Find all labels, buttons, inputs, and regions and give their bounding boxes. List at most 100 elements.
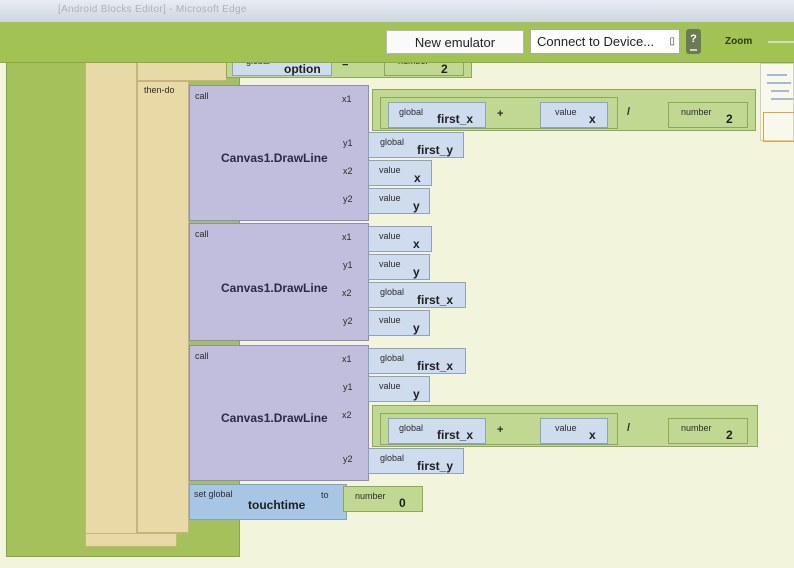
arg-x1: x1: [342, 354, 352, 364]
op-equals: =: [342, 63, 349, 70]
var-option: option: [284, 63, 321, 76]
then-do-column: [137, 81, 189, 533]
proc-name: Canvas1.DrawLine: [221, 411, 328, 425]
value-y-block[interactable]: [368, 310, 430, 336]
kw-value: value: [555, 107, 577, 117]
number-2-block[interactable]: [668, 418, 748, 444]
val-y: y: [413, 387, 420, 401]
kw-value: value: [379, 315, 401, 325]
draw-line-call-block[interactable]: [189, 85, 369, 221]
call-label: call: [195, 351, 209, 361]
kw-value: value: [379, 231, 401, 241]
event-block-body: [7, 63, 85, 549]
arg-y1: y1: [343, 138, 353, 148]
kw-number: number: [681, 107, 712, 117]
op-divide: /: [627, 422, 631, 434]
global-first-x-block[interactable]: [368, 282, 466, 308]
global-first-x-block[interactable]: [388, 418, 486, 444]
arg-y2: y2: [343, 454, 353, 464]
blocks-workspace[interactable]: then-do global option = number 2 call Ca…: [0, 63, 794, 568]
kw-global: global: [399, 423, 424, 433]
connect-select-value: Connect to Device...: [537, 34, 655, 49]
num-value: 2: [726, 428, 733, 442]
draw-line-call-block[interactable]: [189, 223, 369, 341]
dropdown-caret-icon: ▯: [669, 36, 675, 47]
num-value: 2: [441, 63, 448, 76]
val-y: y: [413, 265, 420, 279]
var-first-y: first_y: [417, 143, 454, 157]
var-first-y: first_y: [417, 459, 454, 473]
global-first-x-block[interactable]: [368, 348, 466, 374]
value-y-block[interactable]: [368, 376, 430, 402]
connect-to-device-select[interactable]: Connect to Device... ▯: [530, 29, 680, 54]
val-y: y: [413, 321, 420, 335]
var-first-x: first_x: [417, 359, 454, 373]
to-label: to: [321, 490, 329, 500]
kw-value: value: [379, 165, 401, 175]
val-x: x: [413, 237, 420, 251]
proc-name: Canvas1.DrawLine: [221, 281, 328, 295]
kw-value: value: [555, 423, 577, 433]
minimap-line: [771, 90, 789, 92]
arg-x1: x1: [342, 232, 352, 242]
op-plus: +: [497, 108, 504, 120]
global-first-y-block[interactable]: [368, 132, 464, 158]
kw-global: global: [380, 137, 405, 147]
kw-number: number: [398, 63, 429, 66]
global-option-block[interactable]: [232, 63, 332, 76]
value-x-block[interactable]: [540, 102, 608, 128]
kw-global: global: [380, 353, 405, 363]
kw-value: value: [379, 381, 401, 391]
op-plus: +: [497, 424, 504, 436]
minimap-line: [771, 98, 793, 100]
value-x-block[interactable]: [368, 226, 432, 252]
zoom-slider[interactable]: [768, 41, 794, 43]
if-block-bottom: [85, 533, 177, 547]
var-first-x: first_x: [437, 112, 474, 126]
kw-number: number: [355, 491, 386, 501]
val-x: x: [414, 171, 421, 185]
kw-value: value: [379, 193, 401, 203]
minimap-line: [767, 82, 791, 84]
minimap-viewport[interactable]: [763, 112, 794, 142]
number-2-block[interactable]: [384, 63, 464, 76]
global-first-y-block[interactable]: [368, 448, 464, 474]
number-0-block[interactable]: [343, 486, 423, 512]
zoom-label: Zoom: [725, 36, 753, 47]
arg-y1: y1: [343, 382, 353, 392]
set-global-label: set global: [194, 489, 233, 499]
value-x-block[interactable]: [368, 160, 432, 186]
kw-value: value: [379, 259, 401, 269]
value-x-block[interactable]: [540, 418, 608, 444]
set-global-block[interactable]: [189, 484, 347, 520]
workspace-minimap[interactable]: [760, 63, 794, 142]
val-x: x: [589, 112, 596, 126]
if-block[interactable]: [85, 63, 137, 541]
then-do-socket[interactable]: [137, 63, 227, 81]
arg-x2: x2: [342, 288, 352, 298]
window-title: [Android Blocks Editor] - Microsoft Edge: [58, 4, 247, 15]
call-label: call: [195, 229, 209, 239]
kw-global: global: [399, 107, 424, 117]
val-x: x: [589, 428, 596, 442]
value-y-block[interactable]: [368, 188, 430, 214]
op-divide: /: [627, 106, 631, 118]
var-first-x: first_x: [417, 293, 454, 307]
val-y: y: [413, 199, 420, 213]
number-2-block[interactable]: [668, 102, 748, 128]
new-emulator-button[interactable]: New emulator: [386, 30, 524, 54]
arg-y2: y2: [343, 194, 353, 204]
value-y-block[interactable]: [368, 254, 430, 280]
proc-name: Canvas1.DrawLine: [221, 151, 328, 165]
kw-number: number: [681, 423, 712, 433]
var-first-x: first_x: [437, 428, 474, 442]
arg-y2: y2: [343, 316, 353, 326]
draw-line-call-block[interactable]: [189, 345, 369, 481]
kw-global: global: [380, 453, 405, 463]
help-phone-icon[interactable]: ?: [686, 29, 701, 54]
arg-x2: x2: [342, 410, 352, 420]
global-first-x-block[interactable]: [388, 102, 486, 128]
num-value: 2: [726, 112, 733, 126]
num-value: 0: [399, 496, 406, 510]
kw-global: global: [246, 63, 270, 66]
